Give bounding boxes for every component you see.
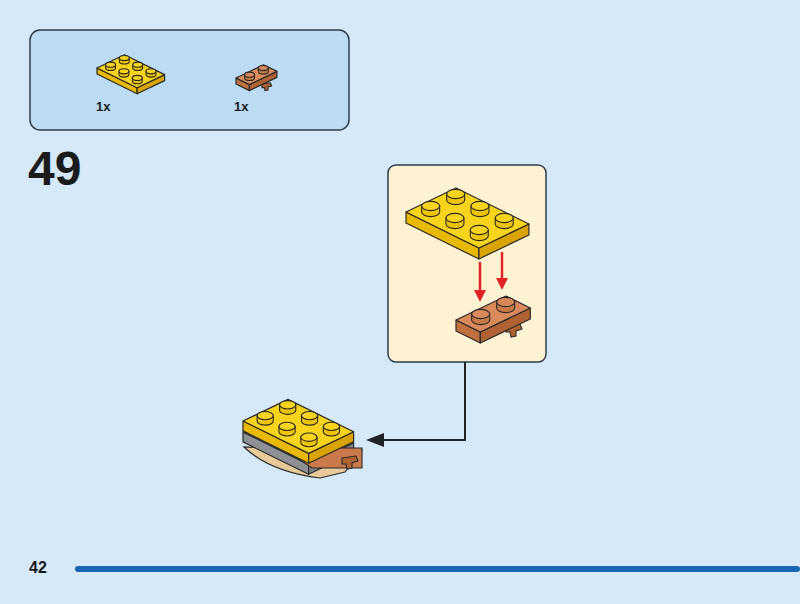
stud-top bbox=[447, 189, 465, 198]
parts-list: 1x 1x bbox=[30, 30, 349, 130]
plate-top bbox=[406, 188, 529, 248]
stud-top bbox=[495, 213, 513, 222]
stud-top bbox=[279, 422, 295, 430]
plate-top bbox=[243, 399, 354, 453]
stud-top bbox=[470, 225, 488, 234]
stud-top bbox=[280, 401, 296, 409]
clip bbox=[342, 456, 358, 469]
stud-top bbox=[257, 411, 273, 419]
part-count: 1x bbox=[234, 99, 248, 114]
stud-top bbox=[133, 62, 143, 67]
stud-top bbox=[323, 422, 339, 430]
stud-top bbox=[258, 66, 268, 71]
callout-panel bbox=[388, 165, 546, 362]
stud-top bbox=[422, 201, 440, 210]
callout-leader bbox=[366, 362, 465, 447]
plate-top bbox=[236, 65, 277, 85]
stud-top bbox=[245, 72, 255, 77]
insert-arrows bbox=[474, 252, 508, 302]
parts-panel bbox=[30, 30, 349, 130]
parts-art bbox=[97, 55, 277, 94]
stud-top bbox=[119, 56, 129, 61]
plate-top bbox=[97, 55, 165, 88]
part-count: 1x bbox=[96, 99, 110, 114]
page-number: 42 bbox=[29, 559, 47, 577]
model-art bbox=[243, 399, 362, 478]
stud-top bbox=[301, 411, 317, 419]
stud-top bbox=[301, 433, 317, 441]
stud-top bbox=[471, 201, 489, 210]
stud-top bbox=[472, 309, 490, 318]
step-number: 49 bbox=[28, 143, 81, 196]
stud-top bbox=[146, 69, 156, 74]
stud-top bbox=[132, 75, 142, 80]
page-bar bbox=[75, 566, 800, 572]
stud-top bbox=[106, 62, 116, 67]
plate-top bbox=[456, 296, 530, 332]
callout-art bbox=[406, 188, 530, 343]
stud-top bbox=[497, 297, 515, 306]
stud-top bbox=[119, 69, 129, 74]
stud-top bbox=[446, 213, 464, 222]
